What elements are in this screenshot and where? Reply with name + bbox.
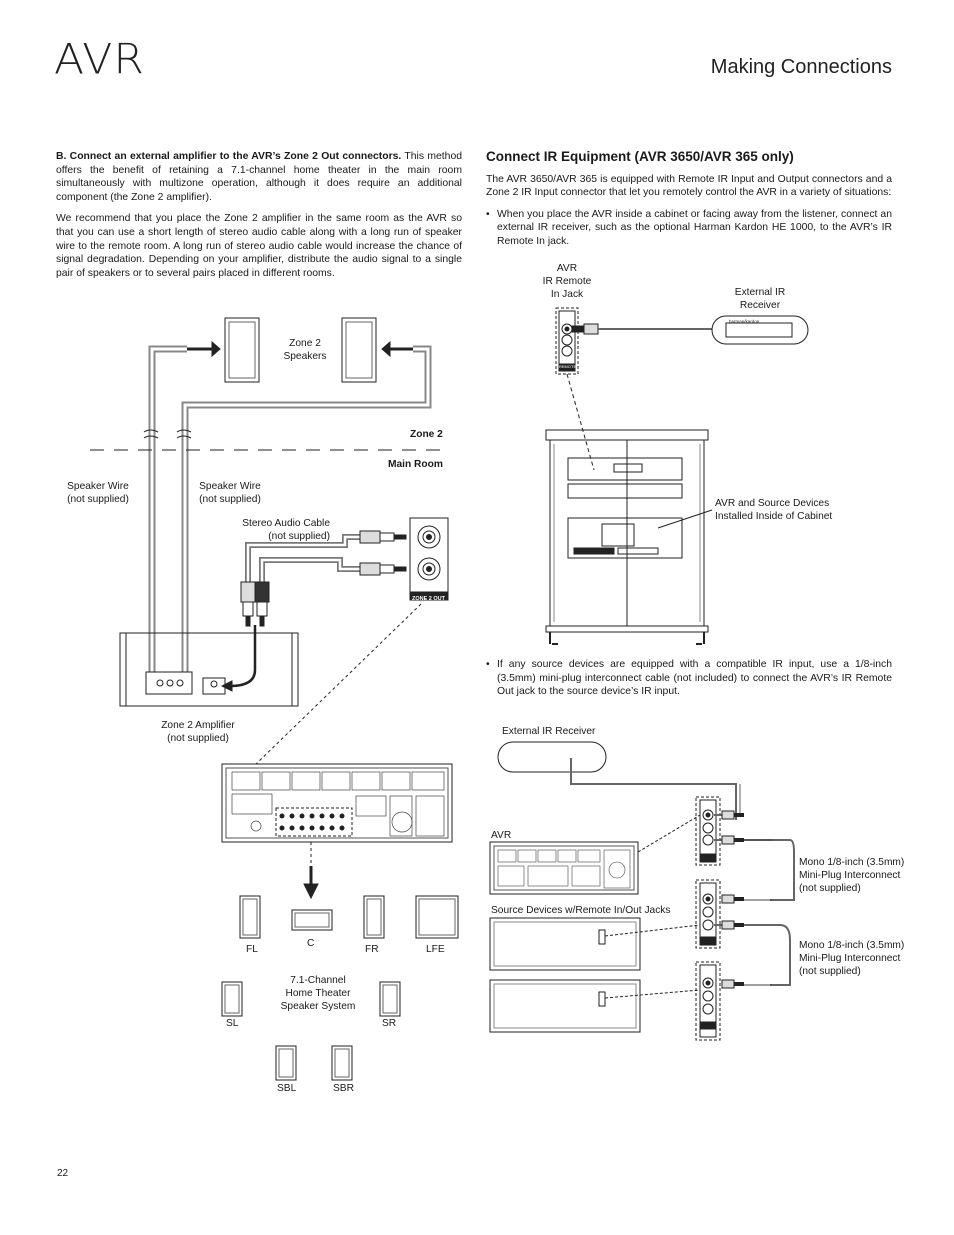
speaker-sr — [379, 981, 401, 1017]
right-column: Connect IR Equipment (AVR 3650/AVR 365 o… — [486, 150, 892, 257]
fr-label: FR — [365, 944, 379, 955]
external-ir-label-top: External IR Receiver — [734, 287, 786, 311]
zone2-amplifier-label: Zone 2 Amplifier (not supplied) — [161, 720, 235, 744]
sbr-label: SBR — [333, 1083, 354, 1094]
main-room-label: Main Room — [388, 459, 443, 470]
ir-jack-panel-top — [555, 307, 579, 375]
sbl-label: SBL — [277, 1083, 297, 1094]
speaker-wire-right-label: Speaker Wire (not supplied) — [199, 481, 261, 505]
external-ir-receiver-top — [711, 315, 809, 345]
speaker-sl — [221, 981, 243, 1017]
avr-ir-jack-label: AVR IR Remote In Jack — [542, 263, 592, 300]
external-ir-label-bottom: External IR Receiver — [502, 726, 596, 737]
section-title: Making Connections — [710, 56, 892, 78]
source-devices-label: Source Devices w/Remote In/Out Jacks — [491, 905, 671, 916]
stereo-cable-label: Stereo Audio Cable (not supplied) — [242, 518, 330, 542]
left-paragraph-1-body: This method offers the benefit of retain… — [56, 151, 462, 203]
ir-bullet-2-text: If any source devices are equipped with … — [497, 659, 892, 698]
ir-paragraph: The AVR 3650/AVR 365 is equipped with Re… — [486, 173, 892, 199]
sr-label: SR — [382, 1018, 397, 1029]
avr-label: AVR — [491, 830, 512, 841]
speaker-sbr — [331, 1045, 353, 1081]
ir-bullet-1-text: When you place the AVR inside a cabinet … — [497, 208, 892, 247]
lfe-label: LFE — [426, 944, 445, 955]
ir-bullet-1: • When you place the AVR inside a cabinet… — [486, 208, 892, 249]
zone2-link-dotted — [255, 603, 422, 765]
left-paragraph-1-lead: B. Connect an external amplifier to the … — [56, 151, 402, 162]
mono-interconnect-label-2: Mono 1/8-inch (3.5mm) Mini-Plug Intercon… — [799, 940, 905, 977]
source-device-1 — [489, 917, 641, 971]
zone2-out-label: ZONE 2 OUT — [412, 596, 446, 602]
avr-rear-panel-right — [489, 841, 639, 895]
page-number: 22 — [57, 1168, 69, 1179]
speaker-fr — [363, 895, 385, 939]
mono-interconnect-label-1: Mono 1/8-inch (3.5mm) Mini-Plug Intercon… — [799, 857, 905, 894]
remote-label: REMOTE — [559, 364, 577, 369]
ir-jack-panel-3 — [695, 961, 721, 1041]
speaker-c — [291, 909, 333, 931]
speaker-lfe — [415, 895, 459, 939]
left-column: B. Connect an external amplifier to the … — [56, 150, 462, 288]
avr-rear-panel-left — [221, 763, 453, 843]
left-paragraph-2: We recommend that you place the Zone 2 a… — [56, 213, 462, 279]
zone2-speaker-left — [224, 317, 260, 383]
c-label: C — [307, 938, 315, 949]
speaker-fl — [239, 895, 261, 939]
speaker-wire-right — [181, 345, 432, 672]
speaker-sbl — [275, 1045, 297, 1081]
zone2-label: Zone 2 — [410, 429, 443, 440]
ir-jack-panel-1 — [695, 796, 721, 866]
cabinet-label: AVR and Source Devices Installed Inside … — [715, 498, 833, 522]
zone2-speakers-label: Zone 2 Speakers — [283, 338, 327, 362]
left-paragraph-1: B. Connect an external amplifier to the … — [56, 150, 462, 204]
brand-label: harman/kardon — [729, 319, 760, 324]
ir-heading: Connect IR Equipment (AVR 3650/AVR 365 o… — [486, 149, 794, 164]
speaker-system-label: 7.1-Channel Home Theater Speaker System — [280, 975, 356, 1012]
sl-label: SL — [226, 1018, 239, 1029]
avr-logo: AVR — [54, 35, 145, 84]
fl-label: FL — [246, 944, 258, 955]
bullet-dot: • — [486, 208, 490, 220]
cabinet — [545, 429, 709, 441]
speaker-wire-left-label: Speaker Wire (not supplied) — [67, 481, 129, 505]
ir-jack-panel-2 — [695, 879, 721, 949]
source-device-2 — [489, 979, 641, 1033]
bullet-dot: • — [486, 659, 490, 670]
ir-bullet-2: • If any source devices are equipped with… — [486, 658, 892, 699]
external-ir-receiver-bottom — [497, 741, 607, 773]
zone2-speaker-right — [341, 317, 377, 383]
zone2-out-panel — [409, 517, 449, 601]
